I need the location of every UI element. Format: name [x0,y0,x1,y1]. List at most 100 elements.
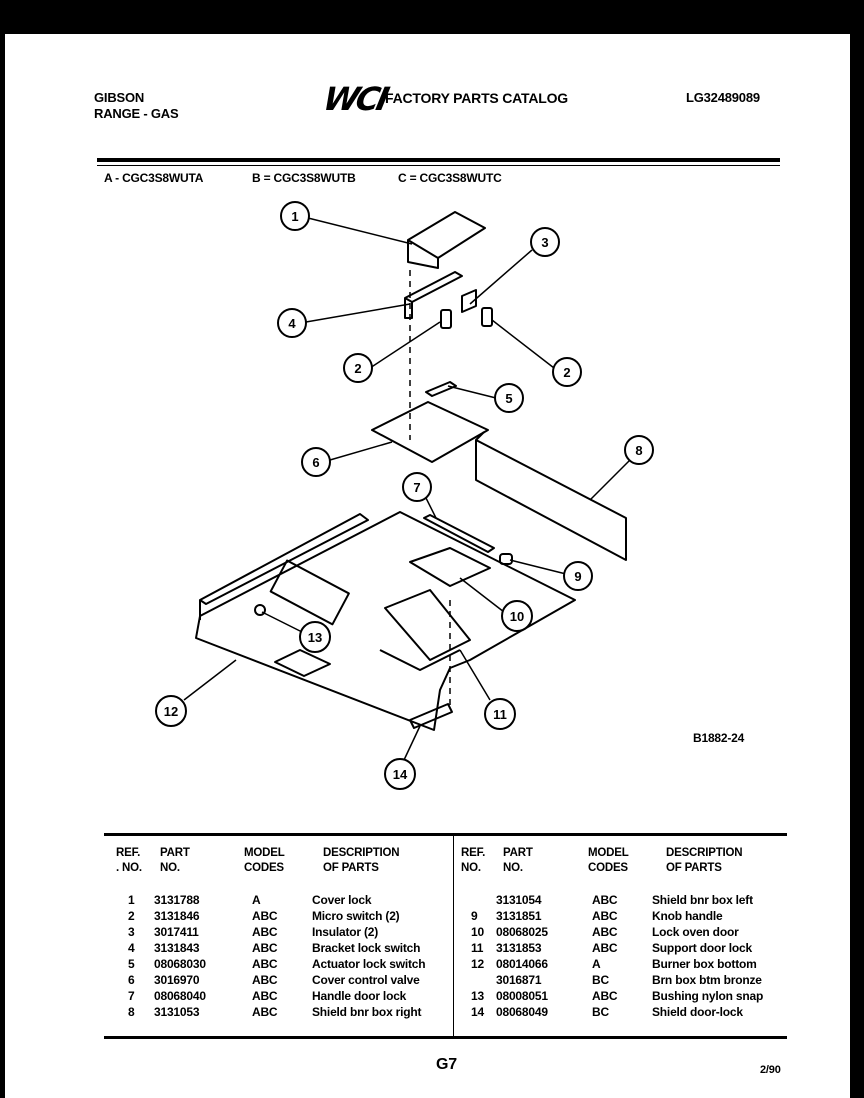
callout-circle [301,447,331,477]
header-ref-no: REF. . NO. [116,847,142,874]
table-cell-part: 08068025 [496,925,548,939]
table-cell-code: ABC [252,1005,278,1019]
header-ref-no-right: REF. NO. [461,847,486,874]
table-cell-code: ABC [592,909,618,923]
header-part-no-right: PART NO. [503,847,533,874]
callout-circle [494,383,524,413]
callout-circle [402,472,432,502]
callout-label: 14 [393,767,408,782]
table-cell-desc: Bracket lock switch [312,941,421,955]
table-cell-ref: 8 [128,1005,135,1019]
table-cell-part: 3131053 [154,1005,200,1019]
header-model-codes-right: MODEL CODES [588,847,629,874]
callout-circle [530,227,560,257]
table-cell-ref: 1 [128,893,135,907]
table-cell-ref: 9 [471,909,478,923]
product-type: RANGE - GAS [94,106,179,121]
table-cell-desc: Shield door-lock [652,1005,743,1019]
callout-label: 11 [493,707,507,722]
callout-label: 2 [563,365,570,380]
callout-label: 7 [413,480,420,495]
revision-date: 2/90 [760,1064,781,1076]
callout-label: 8 [635,443,642,458]
wci-logo: WCI [319,80,390,118]
table-cell-desc: Lock oven door [652,925,739,939]
table-cell-ref: 11 [471,941,484,955]
callout-label: 13 [308,630,322,645]
diagram-id: B1882-24 [693,731,745,745]
callout-circle [277,308,307,338]
callout-label: 6 [312,455,319,470]
scan-border-right [850,0,864,1098]
header-rule-thin [97,165,780,166]
table-cell-ref: 4 [128,941,135,955]
page-number: G7 [436,1056,457,1073]
table-cell-desc: Actuator lock switch [312,957,426,971]
callout-circle [343,353,373,383]
header-rule [97,158,780,162]
callout-circle [384,758,416,790]
table-cell-desc: Knob handle [652,909,723,923]
table-cell-code: ABC [252,909,278,923]
table-top-rule [104,833,787,836]
model-b: B = CGC3S8WUTB [252,171,356,185]
table-cell-ref: 5 [128,957,135,971]
table-cell-code: A [252,893,261,907]
table-cell-part: 08068040 [154,989,206,1003]
table-cell-ref: 12 [471,957,484,971]
table-cell-part: 3016970 [154,973,200,987]
callout-circle [280,201,310,231]
table-cell-desc: Insulator (2) [312,925,379,939]
callout-circle [484,698,516,730]
table-cell-ref: 10 [471,925,484,939]
header-description: DESCRIPTION OF PARTS [323,847,400,874]
model-c: C = CGC3S8WUTC [398,171,502,185]
table-cell-code: A [592,957,601,971]
table-cell-ref: 6 [128,973,135,987]
callout-markers [155,201,654,790]
table-cell-part: 08068049 [496,1005,548,1019]
table-cell-desc: Burner box bottom [652,957,757,971]
table-cell-ref: 7 [128,989,135,1003]
table-column-divider [453,836,454,1036]
table-cell-desc: Shield bnr box right [312,1005,422,1019]
table-cell-code: ABC [252,925,278,939]
callout-label: 4 [288,316,296,331]
table-cell-desc: Bushing nylon snap [652,989,764,1003]
table-cell-part: 3131853 [496,941,542,955]
table-cell-code: ABC [252,989,278,1003]
table-cell-desc: Micro switch (2) [312,909,400,923]
callout-label: 10 [510,609,524,624]
table-cell-part: 3131851 [496,909,542,923]
catalog-title: FACTORY PARTS CATALOG [385,90,568,106]
callout-label: 1 [291,209,298,224]
callout-label: 5 [505,391,512,406]
table-cell-desc: Brn box btm bronze [652,973,762,987]
model-a: A - CGC3S8WUTA [104,171,204,185]
catalog-number: LG32489089 [686,90,760,105]
table-cell-part: 3016871 [496,973,542,987]
table-cell-code: ABC [252,957,278,971]
table-cell-ref: 2 [128,909,135,923]
scan-border-left [0,0,5,1098]
callout-circle [501,600,533,632]
table-cell-part: 08014066 [496,957,548,971]
table-cell-desc: Handle door lock [312,989,407,1003]
table-cell-ref: 3 [128,925,135,939]
table-cell-code: BC [592,1005,609,1019]
header-part-no: PART NO. [160,847,190,874]
table-cell-code: ABC [592,893,618,907]
callout-label: 3 [541,235,548,250]
table-cell-code: ABC [592,941,618,955]
table-cell-code: ABC [252,941,278,955]
table-cell-desc: Shield bnr box left [652,893,753,907]
callout-circle [299,621,331,653]
table-cell-code: ABC [592,989,618,1003]
header-model-codes: MODEL CODES [244,847,285,874]
callout-label: 12 [164,704,178,719]
callout-circle [563,561,593,591]
callout-circle [552,357,582,387]
scan-border-top [0,0,864,34]
table-cell-part: 3131843 [154,941,200,955]
table-cell-part: 3131788 [154,893,200,907]
